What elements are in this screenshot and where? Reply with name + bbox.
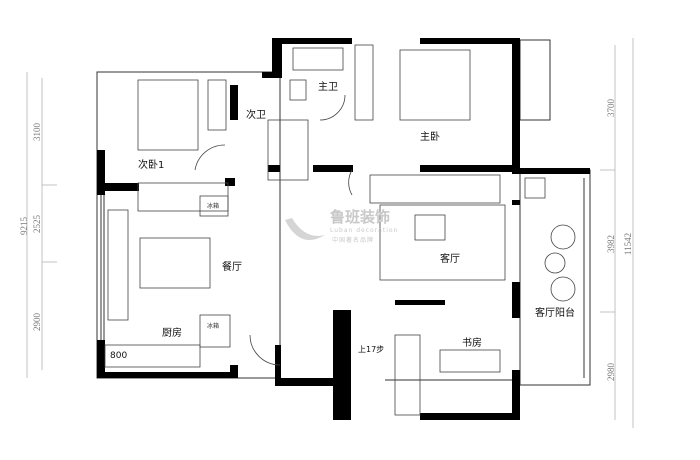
- side-table: [544, 252, 566, 274]
- label-master-bath: 主卫: [318, 81, 338, 93]
- label-fridge-2: 冰箱: [207, 322, 219, 330]
- furniture: [104, 44, 576, 416]
- label-master-bedroom: 主卧: [420, 130, 440, 143]
- washer: [524, 177, 546, 199]
- dimension-lines: [26, 38, 634, 428]
- label-second-bedroom: 次卧1: [138, 158, 164, 171]
- fridge-1: [199, 195, 229, 217]
- watermark-english: Luban decoration: [330, 227, 398, 234]
- label-study: 书房: [462, 336, 482, 349]
- carpet: [379, 204, 506, 281]
- watermark-brand: 鲁班装饰: [330, 208, 390, 226]
- dim-left-total: 9215: [19, 217, 29, 236]
- chair-2: [550, 276, 576, 302]
- stairs: [394, 334, 421, 416]
- dim-right-3: 2980: [606, 363, 616, 382]
- bed-master: [399, 49, 471, 121]
- vanity: [267, 119, 309, 181]
- wardrobe-master: [354, 44, 374, 121]
- watermark-slogan: 中国著名品牌: [332, 236, 374, 244]
- dining-table: [139, 237, 211, 289]
- fridge-2: [199, 314, 231, 348]
- label-dining: 餐厅: [222, 260, 242, 273]
- label-800: 800: [110, 351, 127, 361]
- label-living-balcony: 客厅阳台: [535, 306, 575, 319]
- bed-second: [137, 79, 199, 151]
- watermark: 鲁班装饰 Luban decoration 中国著名品牌: [285, 208, 398, 244]
- kitchen-counter-bottom: [104, 344, 201, 368]
- kitchen-counter: [107, 209, 129, 321]
- dim-left-2: 2525: [32, 215, 42, 234]
- wardrobe-second: [207, 79, 227, 131]
- label-second-bath: 次卫: [246, 108, 266, 121]
- coffee-table: [414, 214, 446, 241]
- label-fridge-1: 冰箱: [207, 202, 219, 210]
- dim-left-3: 2900: [32, 313, 42, 332]
- label-living: 客厅: [440, 252, 460, 265]
- dim-right-2: 3982: [606, 235, 616, 253]
- toilet-master: [289, 79, 307, 101]
- label-stairs: 上17步: [358, 345, 384, 354]
- chair-1: [550, 224, 576, 250]
- dim-right-1: 3700: [606, 99, 616, 118]
- dim-right-total: 11542: [623, 233, 633, 255]
- bathtub: [292, 47, 344, 71]
- walls: [97, 38, 590, 420]
- sofa: [369, 174, 501, 204]
- label-kitchen: 厨房: [162, 326, 182, 339]
- dim-left-1: 3100: [32, 123, 42, 142]
- desk: [439, 349, 501, 373]
